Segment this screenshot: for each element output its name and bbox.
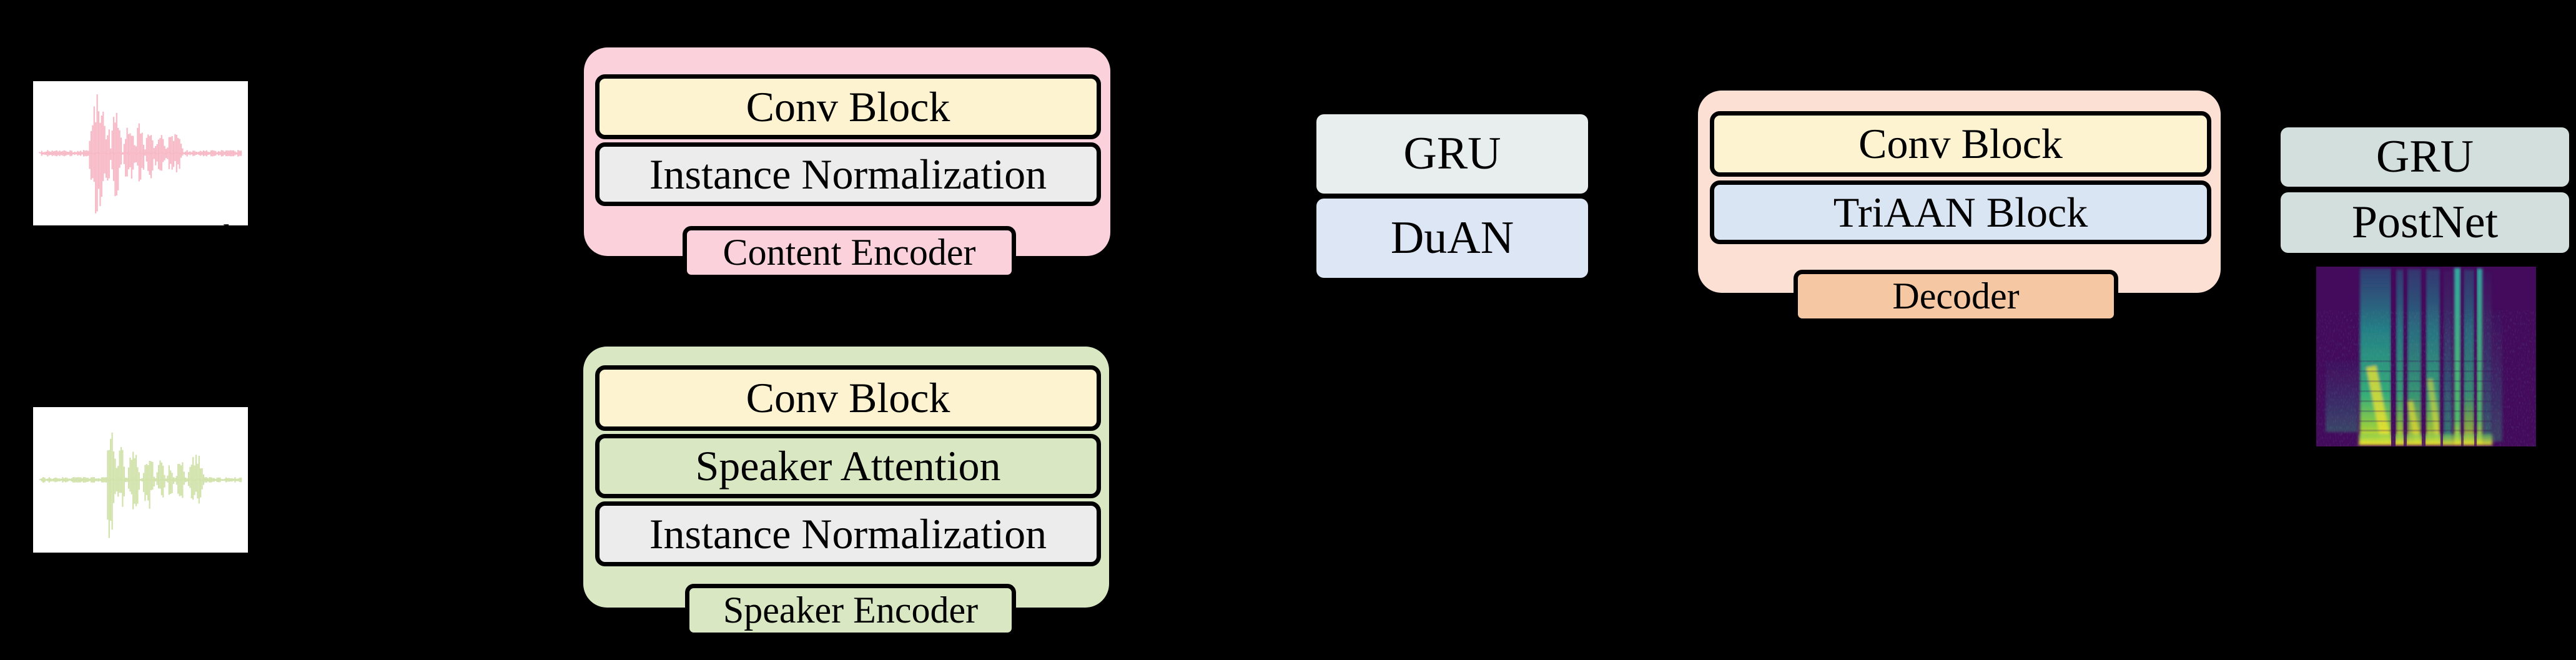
postnet-label: PostNet bbox=[2351, 197, 2499, 248]
duan-label: DuAN bbox=[1390, 212, 1514, 264]
content-conv-block-label: Conv Block bbox=[746, 82, 950, 131]
decoder-conv-block: Conv Block bbox=[1710, 111, 2211, 177]
target-waveform-image bbox=[39, 432, 242, 538]
triaan-block: TriAAN Block bbox=[1710, 180, 2211, 244]
decoder-tag: Decoder bbox=[1794, 270, 2118, 323]
speaker-conv-block-label: Conv Block bbox=[746, 374, 950, 421]
target-waveform-card bbox=[33, 407, 248, 553]
gru-output-label: GRU bbox=[2376, 131, 2474, 182]
mel-spectrogram-image bbox=[2316, 267, 2536, 446]
speaker-conv-block: Conv Block bbox=[595, 365, 1101, 431]
speaker-encoder-tag-label: Speaker Encoder bbox=[723, 589, 979, 631]
source-speech-caption: Source Speech bbox=[41, 218, 240, 255]
speaker-attention-block: Speaker Attention bbox=[595, 434, 1101, 498]
content-conv-block: Conv Block bbox=[595, 74, 1101, 139]
duan-block: DuAN bbox=[1316, 199, 1588, 278]
gru-middle-label: GRU bbox=[1403, 128, 1501, 179]
gru-block-middle: GRU bbox=[1316, 114, 1588, 194]
content-encoder-container: Conv Block Instance Normalization Conten… bbox=[584, 47, 1110, 279]
gru-block-output: GRU bbox=[2281, 127, 2569, 187]
source-waveform-image bbox=[39, 94, 242, 214]
content-instance-normalization-label: Instance Normalization bbox=[649, 150, 1047, 198]
decoder-conv-block-label: Conv Block bbox=[1858, 120, 2063, 167]
decoder-container: Conv Block TriAAN Block Decoder bbox=[1698, 91, 2221, 323]
decoder-tag-label: Decoder bbox=[1892, 275, 2020, 317]
speaker-encoder-tag: Speaker Encoder bbox=[685, 584, 1016, 637]
speaker-instance-normalization-label: Instance Normalization bbox=[649, 510, 1047, 558]
content-instance-normalization-block: Instance Normalization bbox=[595, 142, 1101, 206]
postnet-block: PostNet bbox=[2281, 192, 2569, 253]
triaan-block-label: TriAAN Block bbox=[1833, 188, 2088, 236]
speaker-encoder-container: Conv Block Speaker Attention Instance No… bbox=[583, 347, 1109, 637]
content-encoder-tag: Content Encoder bbox=[683, 226, 1016, 279]
speaker-attention-label: Speaker Attention bbox=[695, 442, 1001, 490]
speaker-instance-normalization-block: Instance Normalization bbox=[595, 501, 1101, 566]
content-encoder-tag-label: Content Encoder bbox=[723, 232, 976, 273]
source-waveform-card bbox=[33, 81, 248, 225]
